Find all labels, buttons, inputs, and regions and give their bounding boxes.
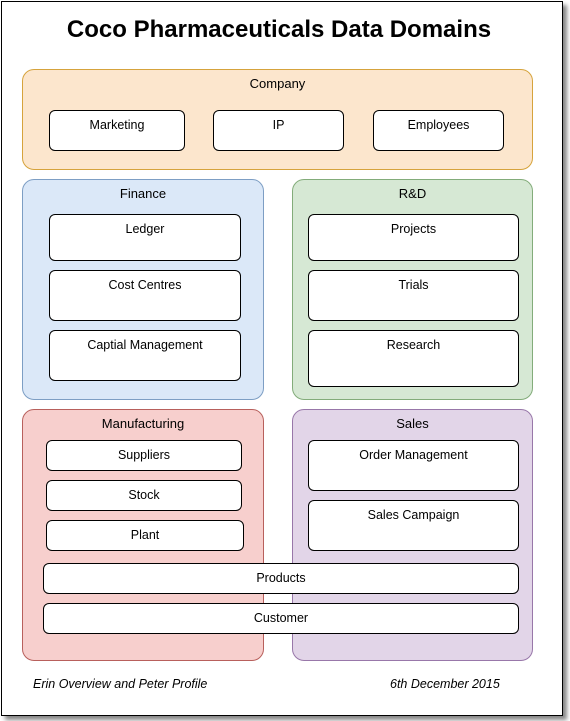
footer-authors: Erin Overview and Peter Profile — [33, 677, 208, 691]
item-projects: Projects — [308, 214, 519, 261]
domain-finance: Finance Ledger Cost Centres Captial Mana… — [22, 179, 264, 400]
item-stock: Stock — [46, 480, 242, 511]
domain-rnd-label: R&D — [398, 186, 427, 201]
domain-manufacturing-label: Manufacturing — [101, 416, 185, 431]
item-suppliers: Suppliers — [46, 440, 242, 471]
footer-date: 6th December 2015 — [390, 677, 500, 691]
item-marketing: Marketing — [49, 110, 185, 151]
item-ip: IP — [213, 110, 344, 151]
item-capital-management: Captial Management — [49, 330, 241, 381]
domain-company-label: Company — [249, 76, 306, 91]
item-plant: Plant — [46, 520, 244, 551]
item-sales-campaign: Sales Campaign — [308, 500, 519, 551]
domain-sales-label: Sales — [396, 416, 429, 431]
domain-rnd: R&D Projects Trials Research — [292, 179, 533, 400]
item-employees: Employees — [373, 110, 504, 151]
item-products: Products — [43, 563, 519, 594]
item-customer: Customer — [43, 603, 519, 634]
item-trials: Trials — [308, 270, 519, 321]
diagram-title: Coco Pharmaceuticals Data Domains — [66, 16, 492, 43]
item-research: Research — [308, 330, 519, 387]
domain-company: Company Marketing IP Employees — [22, 69, 533, 170]
item-order-management: Order Management — [308, 440, 519, 491]
domain-finance-label: Finance — [119, 186, 167, 201]
diagram-frame: Coco Pharmaceuticals Data Domains Compan… — [1, 1, 563, 716]
item-cost-centres: Cost Centres — [49, 270, 241, 321]
item-ledger: Ledger — [49, 214, 241, 261]
